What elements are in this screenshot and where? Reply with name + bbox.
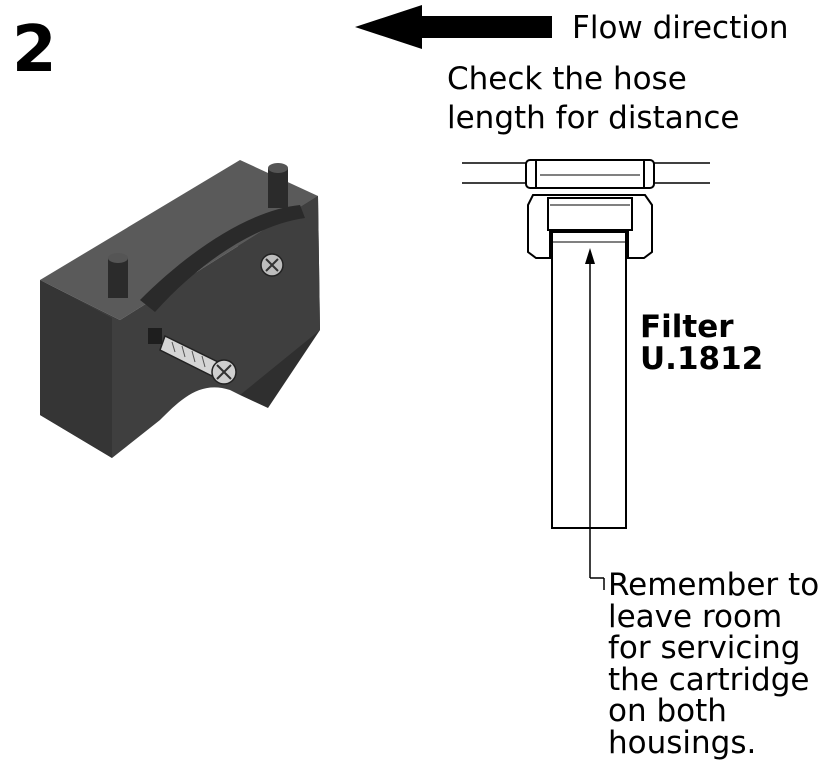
servicing-note-line: on both bbox=[608, 693, 727, 730]
filter-label: Filter U.1812 bbox=[640, 309, 764, 377]
flow-direction-label: Flow direction bbox=[572, 10, 789, 46]
servicing-note-line: housings. bbox=[608, 725, 757, 761]
servicing-note-line: the cartridge bbox=[608, 661, 810, 698]
servicing-note-line: Remember to bbox=[608, 567, 820, 603]
flow-direction-arrow bbox=[355, 5, 552, 49]
step-number: 2 bbox=[12, 13, 57, 87]
screw-head-icon bbox=[260, 253, 284, 277]
bracket-post-icon bbox=[108, 163, 288, 298]
filter-title: Filter bbox=[640, 309, 734, 345]
hose-length-note: Check the hose length for distance bbox=[447, 60, 740, 138]
servicing-note-line: for servicing bbox=[608, 630, 801, 667]
mounting-bracket bbox=[40, 160, 320, 458]
hose-note-line: Check the hose bbox=[447, 61, 687, 97]
filter-model: U.1812 bbox=[640, 340, 764, 377]
servicing-note-line: leave room bbox=[608, 598, 783, 635]
servicing-note: Remember to leave room for servicing the… bbox=[608, 567, 820, 761]
filter-housing bbox=[462, 159, 710, 590]
screw-icon bbox=[148, 328, 237, 385]
hose-note-line: length for distance bbox=[447, 99, 740, 136]
